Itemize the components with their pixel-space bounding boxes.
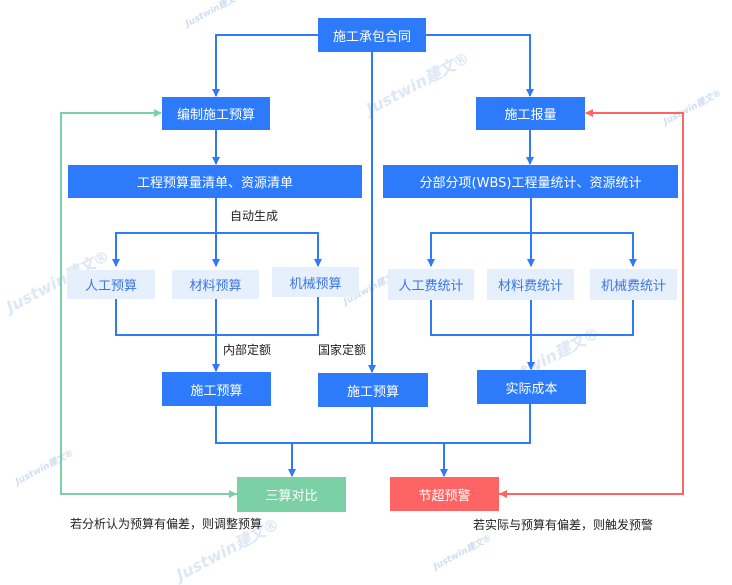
node-material-cost-stats: 材料费统计 — [487, 269, 574, 300]
node-material-budget: 材料预算 — [172, 270, 259, 299]
note-trigger-alert: 若实际与预算有偏差，则触发预警 — [473, 518, 654, 532]
node-prepare-budget: 编制施工预算 — [162, 97, 270, 130]
edge-label-national-quota: 国家定额 — [318, 343, 367, 357]
connectors — [60, 34, 684, 498]
node-construction-budget-national: 施工预算 — [318, 373, 428, 407]
node-wbs-stats: 分部分项(WBS)工程量统计、资源统计 — [383, 165, 678, 198]
node-construction-budget-internal: 施工预算 — [162, 372, 271, 406]
edge-label-auto-generate: 自动生成 — [230, 209, 279, 223]
note-adjust-budget: 若分析认为预算有偏差，则调整预算 — [70, 517, 263, 531]
node-actual-cost: 实际成本 — [477, 370, 586, 404]
node-savings-overrun-alert: 节超预警 — [390, 477, 499, 511]
node-contract: 施工承包合同 — [318, 18, 426, 52]
node-three-way-compare: 三算对比 — [237, 477, 346, 512]
flowchart: Justwin建文® Justwin建文® Justwin建文® Justwin… — [3, 0, 724, 585]
node-labor-cost-stats: 人工费统计 — [388, 269, 474, 300]
edge-contract-to-prepare-budget — [212, 34, 318, 97]
edge-label-internal-quota: 内部定额 — [223, 343, 272, 357]
node-labor-budget: 人工预算 — [67, 270, 155, 299]
edge-contract-to-progress-report — [426, 34, 534, 97]
node-budget-bill: 工程预算量清单、资源清单 — [68, 165, 362, 198]
node-machine-budget: 机械预算 — [272, 267, 359, 297]
node-progress-report: 施工报量 — [476, 97, 585, 130]
node-machine-cost-stats: 机械费统计 — [590, 269, 677, 300]
